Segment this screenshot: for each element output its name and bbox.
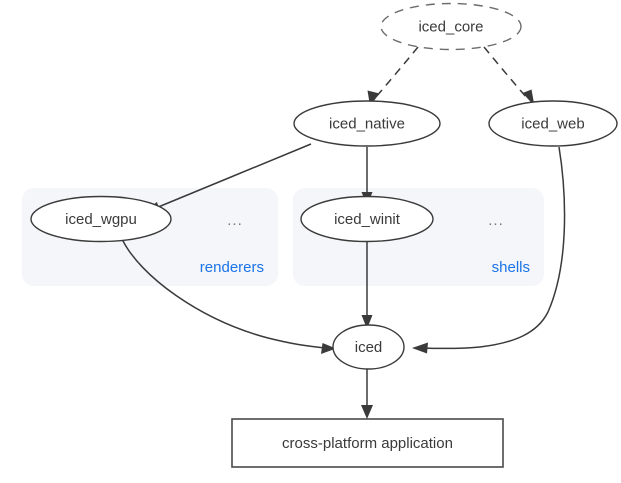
edge-iced_core-to-iced_native <box>367 46 419 106</box>
node-iced_native-label: iced_native <box>329 115 405 132</box>
node-cross-platform-application[interactable]: cross-platform application <box>231 418 504 468</box>
node-iced_wgpu-shape <box>30 195 172 243</box>
node-iced_winit-shape <box>300 195 434 243</box>
node-iced_web[interactable]: iced_web <box>488 100 618 147</box>
node-iced_web-label: iced_web <box>521 115 584 132</box>
edge-iced-to-app <box>361 369 373 419</box>
node-iced_native[interactable]: iced_native <box>293 100 441 147</box>
edge-iced_web-to-iced <box>412 146 566 354</box>
edge-iced_winit-to-iced <box>361 240 373 329</box>
node-iced_winit[interactable]: iced_winit <box>300 195 434 243</box>
cluster-shells-label: shells <box>492 259 530 276</box>
cluster-shells-ellipsis: ... <box>488 212 504 229</box>
cluster-renderers-ellipsis: ... <box>227 212 243 229</box>
node-app-shape <box>231 418 504 468</box>
cluster-renderers-label: renderers <box>200 259 264 276</box>
node-iced-shape <box>332 324 405 370</box>
node-iced_wgpu-label: iced_wgpu <box>65 211 137 228</box>
edge-iced_wgpu-to-iced <box>121 238 336 354</box>
node-iced_winit-label: iced_winit <box>334 211 401 228</box>
node-iced_core[interactable]: iced_core <box>380 2 522 51</box>
node-iced_core-label: iced_core <box>418 18 483 35</box>
node-app-label: cross-platform application <box>282 435 453 452</box>
node-iced_native-shape <box>293 100 441 147</box>
node-iced_web-shape <box>488 100 618 147</box>
node-iced-label: iced <box>355 339 383 356</box>
node-iced[interactable]: iced <box>332 324 405 370</box>
node-iced_core-shape <box>380 2 522 51</box>
node-iced_wgpu[interactable]: iced_wgpu <box>30 195 172 243</box>
edge-iced_core-to-iced_web <box>483 46 535 106</box>
